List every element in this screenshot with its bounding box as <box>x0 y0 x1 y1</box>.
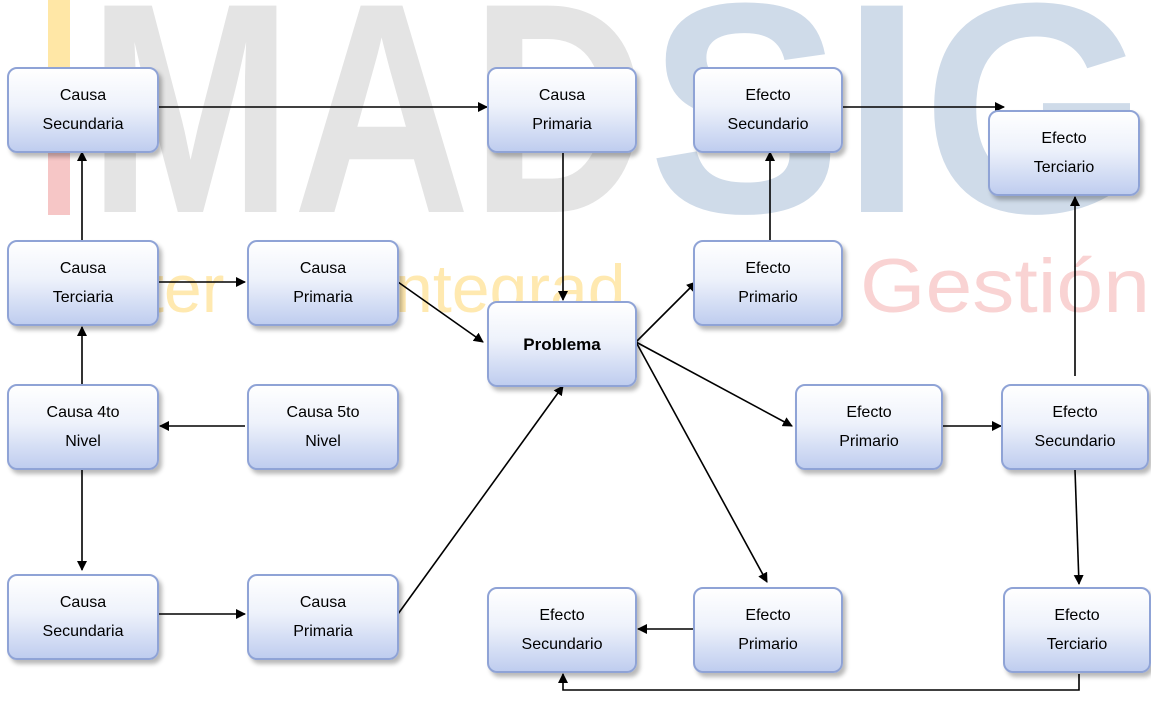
node-efecto-primario-right: Efecto Primario <box>795 384 943 470</box>
node-causa-secundaria-bottom: Causa Secundaria <box>7 574 159 660</box>
node-causa-primaria-top: Causa Primaria <box>487 67 637 153</box>
node-causa-primaria-bottom: Causa Primaria <box>247 574 399 660</box>
watermark-pink-bar <box>48 150 70 215</box>
arrow-prim-bottom-to-problema <box>397 385 564 615</box>
watermark-tagline-gestion: Gestión <box>860 244 1150 329</box>
node-efecto-terciario-top: Efecto Terciario <box>988 110 1140 196</box>
node-efecto-secundario-bottom: Efecto Secundario <box>487 587 637 673</box>
node-efecto-secundario-top: Efecto Secundario <box>693 67 843 153</box>
node-causa-secundaria-top: Causa Secundaria <box>7 67 159 153</box>
arrow-problema-to-efecto-prim-right <box>635 341 793 427</box>
node-problema: Problema <box>487 301 637 387</box>
arrow-efecto-sec-right-to-ter-bottom <box>1073 469 1084 585</box>
arrow-problema-to-efecto-prim-mid <box>635 281 697 343</box>
node-causa-terciaria: Causa Terciaria <box>7 240 159 326</box>
node-causa-4to-nivel: Causa 4to Nivel <box>7 384 159 470</box>
node-efecto-primario-mid: Efecto Primario <box>693 240 843 326</box>
node-causa-5to-nivel: Causa 5to Nivel <box>247 384 399 470</box>
arrow-prim-mid-to-problema <box>397 281 484 343</box>
node-causa-primaria-mid: Causa Primaria <box>247 240 399 326</box>
arrow-problema-to-efecto-prim-bottom <box>635 341 768 583</box>
node-efecto-terciario-bottom: Efecto Terciario <box>1003 587 1151 673</box>
arrow-ter-bottom-to-sec-bottom <box>558 673 1080 691</box>
node-efecto-primario-bottom: Efecto Primario <box>693 587 843 673</box>
node-efecto-secundario-right: Efecto Secundario <box>1001 384 1149 470</box>
